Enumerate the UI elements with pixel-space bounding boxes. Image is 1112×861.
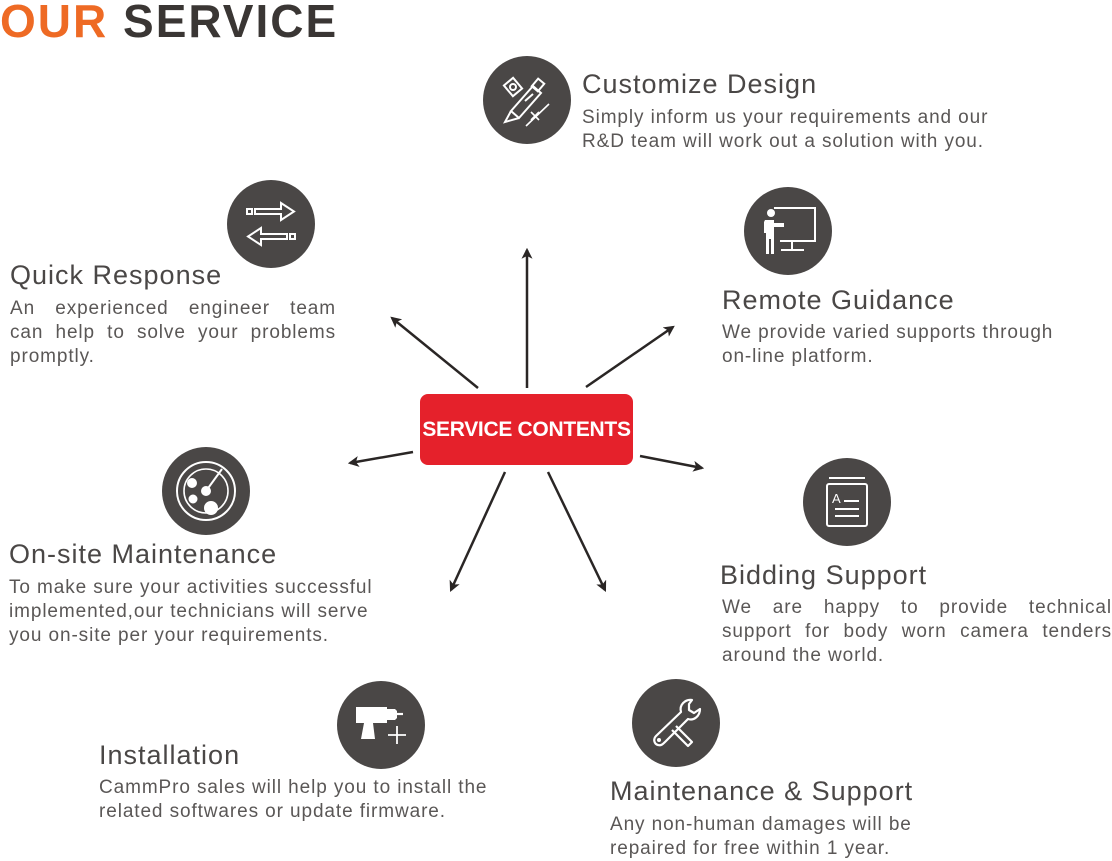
- presenter-screen-icon: [764, 207, 816, 254]
- remote-guidance-description: We provide varied supports through on-li…: [722, 322, 1054, 367]
- maintenance-support-heading: Maintenance & Support: [610, 776, 914, 806]
- maintenance-support-badge: [632, 679, 720, 767]
- arrow-left: [347, 450, 414, 467]
- title-main: SERVICE: [123, 0, 339, 47]
- drill-icon: [356, 707, 406, 744]
- maintenance-support-description: Any non-human damages will be repaired f…: [610, 814, 912, 859]
- page-title: OUR SERVICE: [0, 0, 338, 46]
- remote-guidance-heading: Remote Guidance: [722, 285, 955, 315]
- onsite-maintenance-description: To make sure your activities successful …: [9, 577, 373, 646]
- arrow-up-left: [390, 316, 479, 389]
- installation-description: CammPro sales will help you to install t…: [99, 777, 488, 822]
- remote-guidance-badge: [744, 187, 832, 275]
- quick-response-badge: [227, 180, 315, 268]
- pencil-ruler-icon: [502, 76, 550, 127]
- service-contents-box: SERVICE CONTENTS: [420, 394, 633, 465]
- installation-heading: Installation: [99, 740, 241, 770]
- arrow-right: [639, 454, 705, 472]
- onsite-maintenance-heading: On-site Maintenance: [9, 539, 278, 569]
- bidding-support-description: We are happy to provide technical suppor…: [722, 597, 1112, 666]
- arrow-down-left: [449, 471, 507, 593]
- arrow-down-right: [546, 471, 607, 592]
- customize-design-heading: Customize Design: [582, 69, 818, 99]
- customize-design-badge: [483, 56, 571, 144]
- exchange-arrows-icon: [246, 201, 296, 247]
- title-accent: OUR: [0, 0, 109, 47]
- bidding-support-heading: Bidding Support: [720, 560, 928, 590]
- quick-response-heading: Quick Response: [10, 260, 223, 290]
- customize-design-description: Simply inform us your requirements and o…: [582, 107, 989, 152]
- installation-badge: [337, 681, 425, 769]
- radar-icon: [176, 461, 236, 521]
- wrench-icon: [653, 698, 702, 748]
- svg-text:A: A: [832, 491, 841, 506]
- document-icon: A: [826, 477, 868, 527]
- onsite-maintenance-badge: [162, 447, 250, 535]
- arrow-up-right: [585, 325, 675, 389]
- service-contents-label: SERVICE CONTENTS: [422, 417, 631, 441]
- bidding-support-badge: A: [803, 458, 891, 546]
- quick-response-description: An experienced engineer team can help to…: [10, 298, 336, 367]
